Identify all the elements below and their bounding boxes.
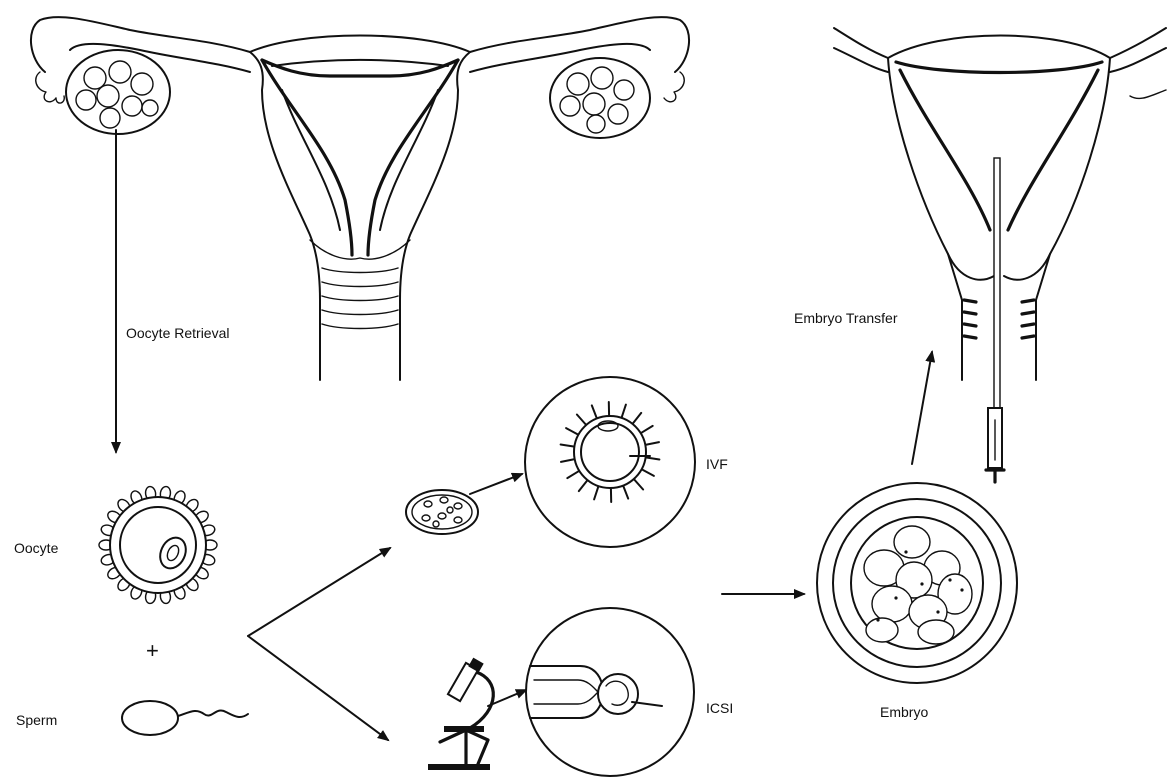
- embryo-transfer-label: Embryo Transfer: [794, 310, 898, 326]
- embryo-label: Embryo: [880, 704, 929, 720]
- sperm-ray: [622, 484, 630, 500]
- transfer-uterus-illustration: [833, 27, 1167, 484]
- sperm-ray: [620, 403, 627, 419]
- plus-sign: +: [146, 638, 159, 663]
- oocyte-illustration: [98, 485, 218, 605]
- embryo-illustration: [816, 482, 1018, 684]
- sperm-ray: [593, 485, 600, 501]
- icsi-label: ICSI: [706, 700, 734, 716]
- oocyte-label: Oocyte: [14, 540, 59, 556]
- sperm-ray: [559, 443, 576, 448]
- sperm-ray: [560, 458, 576, 463]
- arrow-microscope-to-icsi: [487, 689, 528, 707]
- sperm-ray: [577, 479, 589, 493]
- sperm-label: Sperm: [16, 712, 58, 728]
- microscope-illustration: [428, 657, 495, 770]
- sperm-ray: [644, 456, 661, 461]
- ivf-dish: [405, 489, 479, 535]
- sperm-ray: [565, 427, 580, 436]
- oocyte-retrieval-label: Oocyte Retrieval: [126, 325, 230, 341]
- sperm-illustration: [121, 700, 249, 736]
- icsi-magnified-view: [525, 607, 695, 777]
- arrow-to-ivf: [247, 546, 392, 637]
- uterus-illustration: [29, 16, 691, 381]
- arrow-to-icsi: [247, 635, 390, 742]
- sperm-ray: [631, 411, 643, 425]
- arrow-to-transfer: [911, 350, 936, 465]
- sperm-ray: [644, 441, 660, 446]
- sperm-ray: [632, 478, 645, 491]
- sperm-ray: [575, 413, 588, 426]
- sperm-ray: [566, 469, 581, 480]
- arrow-dish-to-ivf: [469, 472, 524, 495]
- sperm-ray: [590, 404, 598, 420]
- ivf-magnified-view: [524, 376, 696, 548]
- ivf-label: IVF: [706, 456, 728, 472]
- sperm-ray: [640, 468, 655, 477]
- sperm-ray: [639, 424, 654, 435]
